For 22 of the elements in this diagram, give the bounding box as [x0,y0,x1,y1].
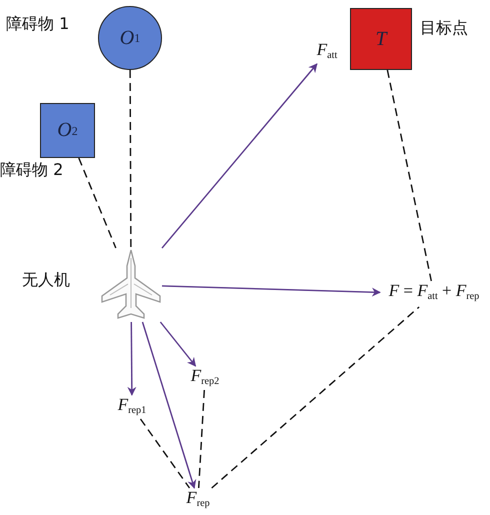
dashed-line [129,70,132,248]
aircraft-drawing [100,248,162,322]
vector-label: F$_{rep2}$ [180,366,230,390]
dashed-line [198,390,205,488]
vector-label: F$_{rep}$ [178,488,218,512]
dashed-line [140,418,190,488]
vector-label: F$_{att}$ [308,40,346,64]
dashed-line [78,158,116,248]
node-caption: 无人机 [22,270,70,291]
dashed-line [211,306,420,489]
arrow [142,322,196,489]
arrow [162,285,381,297]
node-caption: 障碍物 1 [6,14,70,35]
vector-label: F = F$_{att}$ + F$_{rep}$ [380,281,488,307]
dashed-line [386,70,432,282]
node-caption: 目标点 [420,18,468,39]
target-box: T [350,8,412,70]
vector-label: F$_{rep1}$ [108,395,156,419]
arrow [127,322,136,396]
arrow [161,63,318,249]
node-caption: 障碍物 2 [0,160,64,181]
arrow [160,322,196,367]
